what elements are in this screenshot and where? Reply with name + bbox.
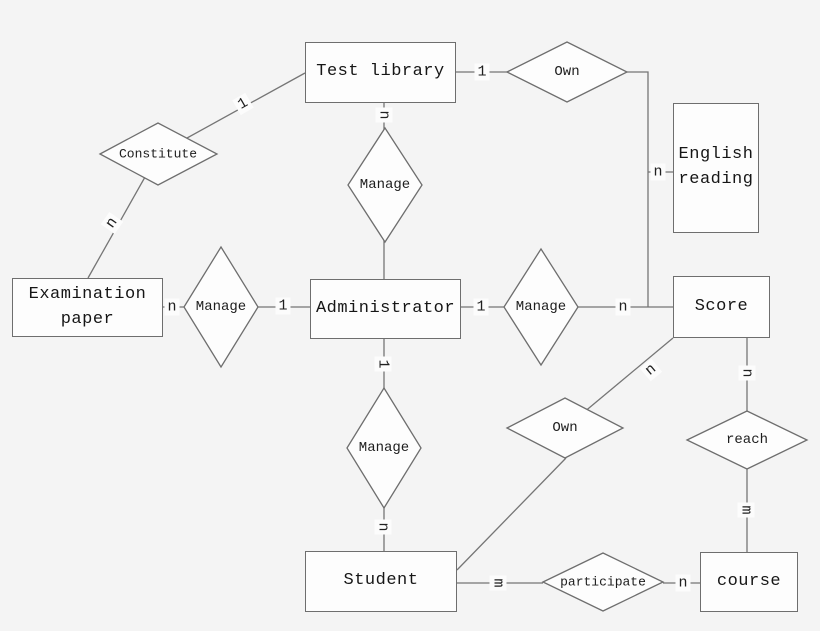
entity-student: Student: [305, 551, 457, 612]
line-own-student: [456, 457, 567, 571]
diamond-reach: [685, 410, 809, 470]
line-own-down: [627, 71, 649, 307]
cardinality-testlibrary-own: 1: [474, 63, 490, 81]
relationship-label-own-top: Own: [554, 64, 580, 80]
diamond-participate: [541, 552, 665, 612]
relationship-label-manage-bottom: Manage: [358, 440, 410, 456]
cardinality-administrator-managebottom: 1: [374, 356, 392, 372]
diamond-manage-right: [503, 247, 579, 367]
entity-score: Score: [673, 276, 770, 338]
entity-course: course: [700, 552, 798, 612]
relationship-label-manage-top: Manage: [359, 177, 411, 193]
cardinality-student-participate: m: [489, 575, 507, 591]
diamond-own-top: [505, 41, 629, 103]
relationship-label-participate: participate: [560, 574, 646, 590]
cardinality-score-reach: n: [738, 365, 756, 381]
relationship-label-manage-left: Manage: [195, 299, 247, 315]
relationship-diamonds: [98, 41, 809, 612]
cardinality-administrator-manageright: 1: [473, 298, 489, 316]
relationship-label-manage-right: Manage: [515, 299, 567, 315]
entity-english-reading: English reading: [673, 103, 759, 233]
cardinality-manage-administrator: 1: [275, 297, 291, 315]
diamond-manage-top: [347, 126, 423, 244]
relationship-label-reach: reach: [725, 432, 769, 448]
diamond-manage-bottom: [346, 386, 422, 510]
relationship-label-constitute: Constitute: [118, 146, 198, 162]
entity-test-library: Test library: [305, 42, 456, 103]
cardinality-own-englishreading: n: [650, 163, 666, 181]
cardinality-manage-score: n: [615, 298, 631, 316]
entity-administrator: Administrator: [310, 279, 461, 339]
cardinality-testlibrary-manage: n: [375, 107, 393, 123]
cardinality-examination-manage: n: [164, 298, 180, 316]
entity-examination-paper: Examination paper: [12, 278, 163, 337]
cardinality-participate-course: n: [675, 574, 691, 592]
relationship-label-own-mid: Own: [552, 420, 578, 436]
cardinality-manage-student: n: [374, 519, 392, 535]
diamond-constitute: [98, 122, 219, 186]
diamond-manage-left: [183, 245, 259, 369]
diamond-own-mid: [505, 397, 625, 459]
cardinality-reach-course: m: [737, 502, 755, 518]
